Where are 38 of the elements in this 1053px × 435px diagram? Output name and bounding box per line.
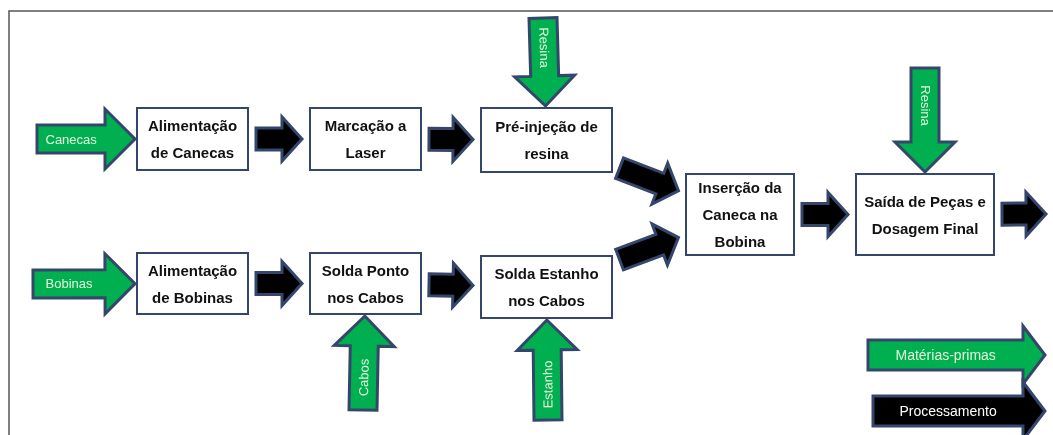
block-arrow <box>427 113 476 166</box>
process-label: Alimentação de Canecas <box>146 116 239 163</box>
block-arrow <box>1000 188 1049 240</box>
block-arrow <box>330 313 398 412</box>
process-label: Marcação a Laser <box>323 116 408 163</box>
block-arrow <box>31 250 138 318</box>
edge-label: Resina <box>917 84 933 126</box>
process-box <box>685 173 795 256</box>
process-label: Saída de Peças e Dosagem Final <box>863 191 987 239</box>
block-arrow <box>254 113 305 165</box>
process-box <box>855 173 995 256</box>
process-box <box>309 252 422 315</box>
legend-label: Matérias-primas <box>895 347 996 363</box>
block-arrow <box>613 155 681 208</box>
edge-label: Cabos <box>355 359 372 397</box>
block-arrow <box>891 66 959 175</box>
block-arrow <box>513 317 581 422</box>
legend-label: Processamento <box>899 403 997 419</box>
edge-label: Resina <box>536 26 553 68</box>
block-arrow <box>613 220 681 272</box>
block-arrow <box>35 105 138 173</box>
process-box <box>309 107 422 171</box>
process-box <box>136 107 249 171</box>
edge-label: Canecas <box>45 131 97 147</box>
process-label: Inserção da Caneca na Bobina <box>697 178 783 252</box>
process-box <box>136 252 249 315</box>
edge-label: Estanho <box>539 361 556 409</box>
block-arrow <box>511 16 579 109</box>
process-label: Solda Estanho nos Cabos <box>493 264 600 311</box>
block-arrow <box>800 188 851 241</box>
process-label: Solda Ponto nos Cabos <box>320 260 411 308</box>
process-label: Pré-injeção de resina <box>494 117 599 164</box>
process-label: Alimentação de Bobinas <box>146 260 239 308</box>
block-arrow <box>427 259 476 312</box>
process-box <box>480 255 613 319</box>
edge-label: Bobinas <box>45 276 93 292</box>
block-arrow <box>254 257 305 310</box>
process-box <box>480 107 613 173</box>
